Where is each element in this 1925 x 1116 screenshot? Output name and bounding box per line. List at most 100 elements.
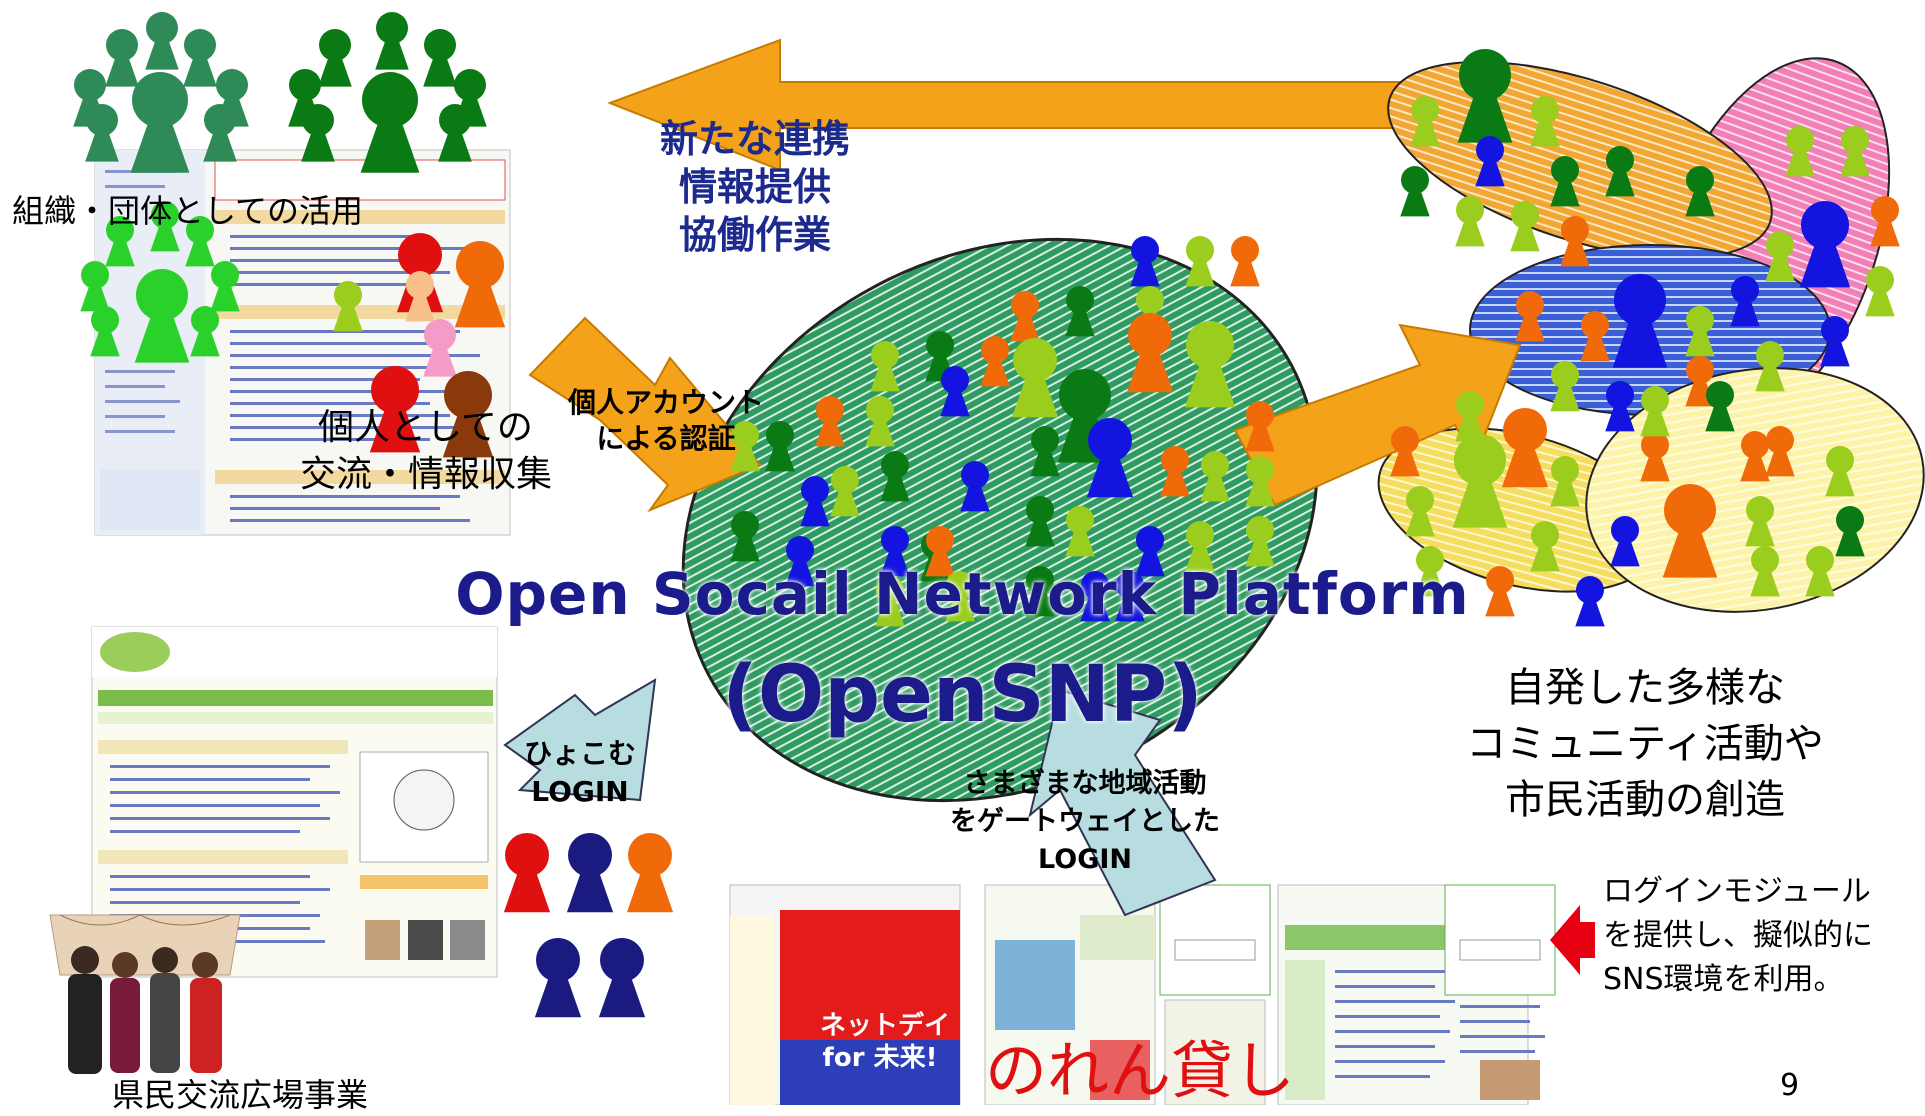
person-icon [503, 833, 551, 913]
person-icon [1685, 306, 1715, 357]
person-icon [1405, 486, 1435, 537]
person-icon [1610, 516, 1640, 567]
module-line: ログインモジュール [1603, 874, 1871, 909]
person-icon [438, 104, 472, 162]
auth-line-1: 個人アカウント [568, 386, 765, 419]
person-icon [145, 12, 179, 70]
person-icon [1530, 96, 1560, 147]
person-icon [1135, 526, 1165, 577]
person-icon [1200, 451, 1230, 502]
person-icon [1730, 276, 1760, 327]
platform-acronym: (OpenSNP) [722, 650, 1203, 740]
person-icon [454, 241, 506, 328]
person-icon [1612, 274, 1668, 368]
person-icon [1065, 506, 1095, 557]
person-icon [1740, 431, 1770, 482]
person-icon [375, 12, 409, 70]
gateway-login-arrow [1028, 688, 1217, 917]
person-icon [105, 29, 139, 87]
person-icon [1160, 446, 1190, 497]
person-icon [1086, 418, 1134, 498]
person-icon [1550, 156, 1580, 207]
person-icon [1705, 381, 1735, 432]
person-icon [1485, 566, 1515, 617]
person-icon [626, 833, 674, 913]
hiyocom-login-label: ひょこむ LOGIN [520, 735, 640, 811]
person-icon [1865, 266, 1895, 317]
person-icon [1640, 386, 1670, 437]
person-icon [1245, 516, 1275, 567]
person-icon [1820, 316, 1850, 367]
person-icon [1475, 136, 1505, 187]
spontaneous-line: コミュニティ活動や [1466, 721, 1824, 767]
gateway-line-1: さまざまな地域活動 [963, 768, 1207, 799]
person-icon [1455, 196, 1485, 247]
person-icon [1510, 201, 1540, 252]
person-icon [1870, 196, 1900, 247]
new-collab-label: 新たな連携 情報提供 協働作業 [650, 115, 860, 259]
person-icon [598, 938, 646, 1018]
person-icon [800, 476, 830, 527]
module-line: を提供し、擬似的に [1603, 918, 1873, 953]
person-icon [1390, 426, 1420, 477]
person-icon [1025, 566, 1055, 617]
spontaneous-line: 自発した多様な [1505, 665, 1785, 711]
party-group-illustration [49, 914, 241, 1074]
person-icon [925, 526, 955, 577]
person-icon [945, 571, 975, 622]
person-icon [815, 396, 845, 447]
netday-banner: ネットデイ for 未来! [820, 1010, 950, 1074]
hiyocom-line-2: LOGIN [531, 775, 629, 808]
person-icon [1455, 391, 1485, 442]
person-icon [875, 576, 905, 627]
person-icon [1030, 426, 1060, 477]
person-icon [90, 306, 120, 357]
person-icon [1452, 434, 1508, 528]
module-label: ログインモジュール を提供し、擬似的に SNS環境を利用。 [1603, 870, 1873, 1002]
person-icon [185, 216, 215, 267]
person-icon [423, 29, 457, 87]
person-icon [318, 29, 352, 87]
netday-line-2: for 未来! [822, 1043, 938, 1073]
gateway-line-2: をゲートウェイとした [950, 806, 1220, 837]
gateway-line-3: LOGIN [1038, 844, 1132, 875]
new-collab-line: 情報提供 [678, 165, 831, 209]
person-icon [1805, 546, 1835, 597]
person-icon [980, 336, 1010, 387]
person-icon [1130, 236, 1160, 287]
person-icon [1580, 311, 1610, 362]
person-icon [1799, 201, 1851, 288]
person-icon [1550, 456, 1580, 507]
person-icon [1185, 521, 1215, 572]
person-icon [1011, 338, 1059, 418]
spontaneous-line: 市民活動の創造 [1505, 777, 1785, 823]
person-icon [880, 526, 910, 577]
person-icon [1245, 456, 1275, 507]
person-icon [150, 201, 180, 252]
person-icon [1415, 546, 1445, 597]
person-icon [1501, 408, 1549, 488]
person-icon [1400, 166, 1430, 217]
person-icon [1575, 576, 1605, 627]
person-icon [1765, 231, 1795, 282]
person-icon [134, 269, 190, 363]
person-icon [1835, 506, 1865, 557]
person-icon [1750, 546, 1780, 597]
auth-arrow [528, 316, 762, 513]
person-icon [405, 271, 435, 322]
person-icon [333, 281, 363, 332]
spontaneous-label: 自発した多様な コミュニティ活動や 市民活動の創造 [1465, 660, 1825, 828]
person-icon [1245, 401, 1275, 452]
auth-label: 個人アカウント による認証 [568, 385, 764, 457]
person-icon [369, 366, 421, 453]
person-icon [1550, 361, 1580, 412]
person-icon [442, 371, 494, 458]
person-icon [1065, 286, 1095, 337]
person-icon [1605, 381, 1635, 432]
personal-label-1: 個人としての [318, 407, 533, 448]
person-icon [1560, 216, 1590, 267]
person-icon [190, 306, 220, 357]
personal-label-2: 交流・情報収集 [300, 454, 553, 495]
person-icon [1185, 236, 1215, 287]
hiyocom-login-arrow [503, 678, 657, 802]
